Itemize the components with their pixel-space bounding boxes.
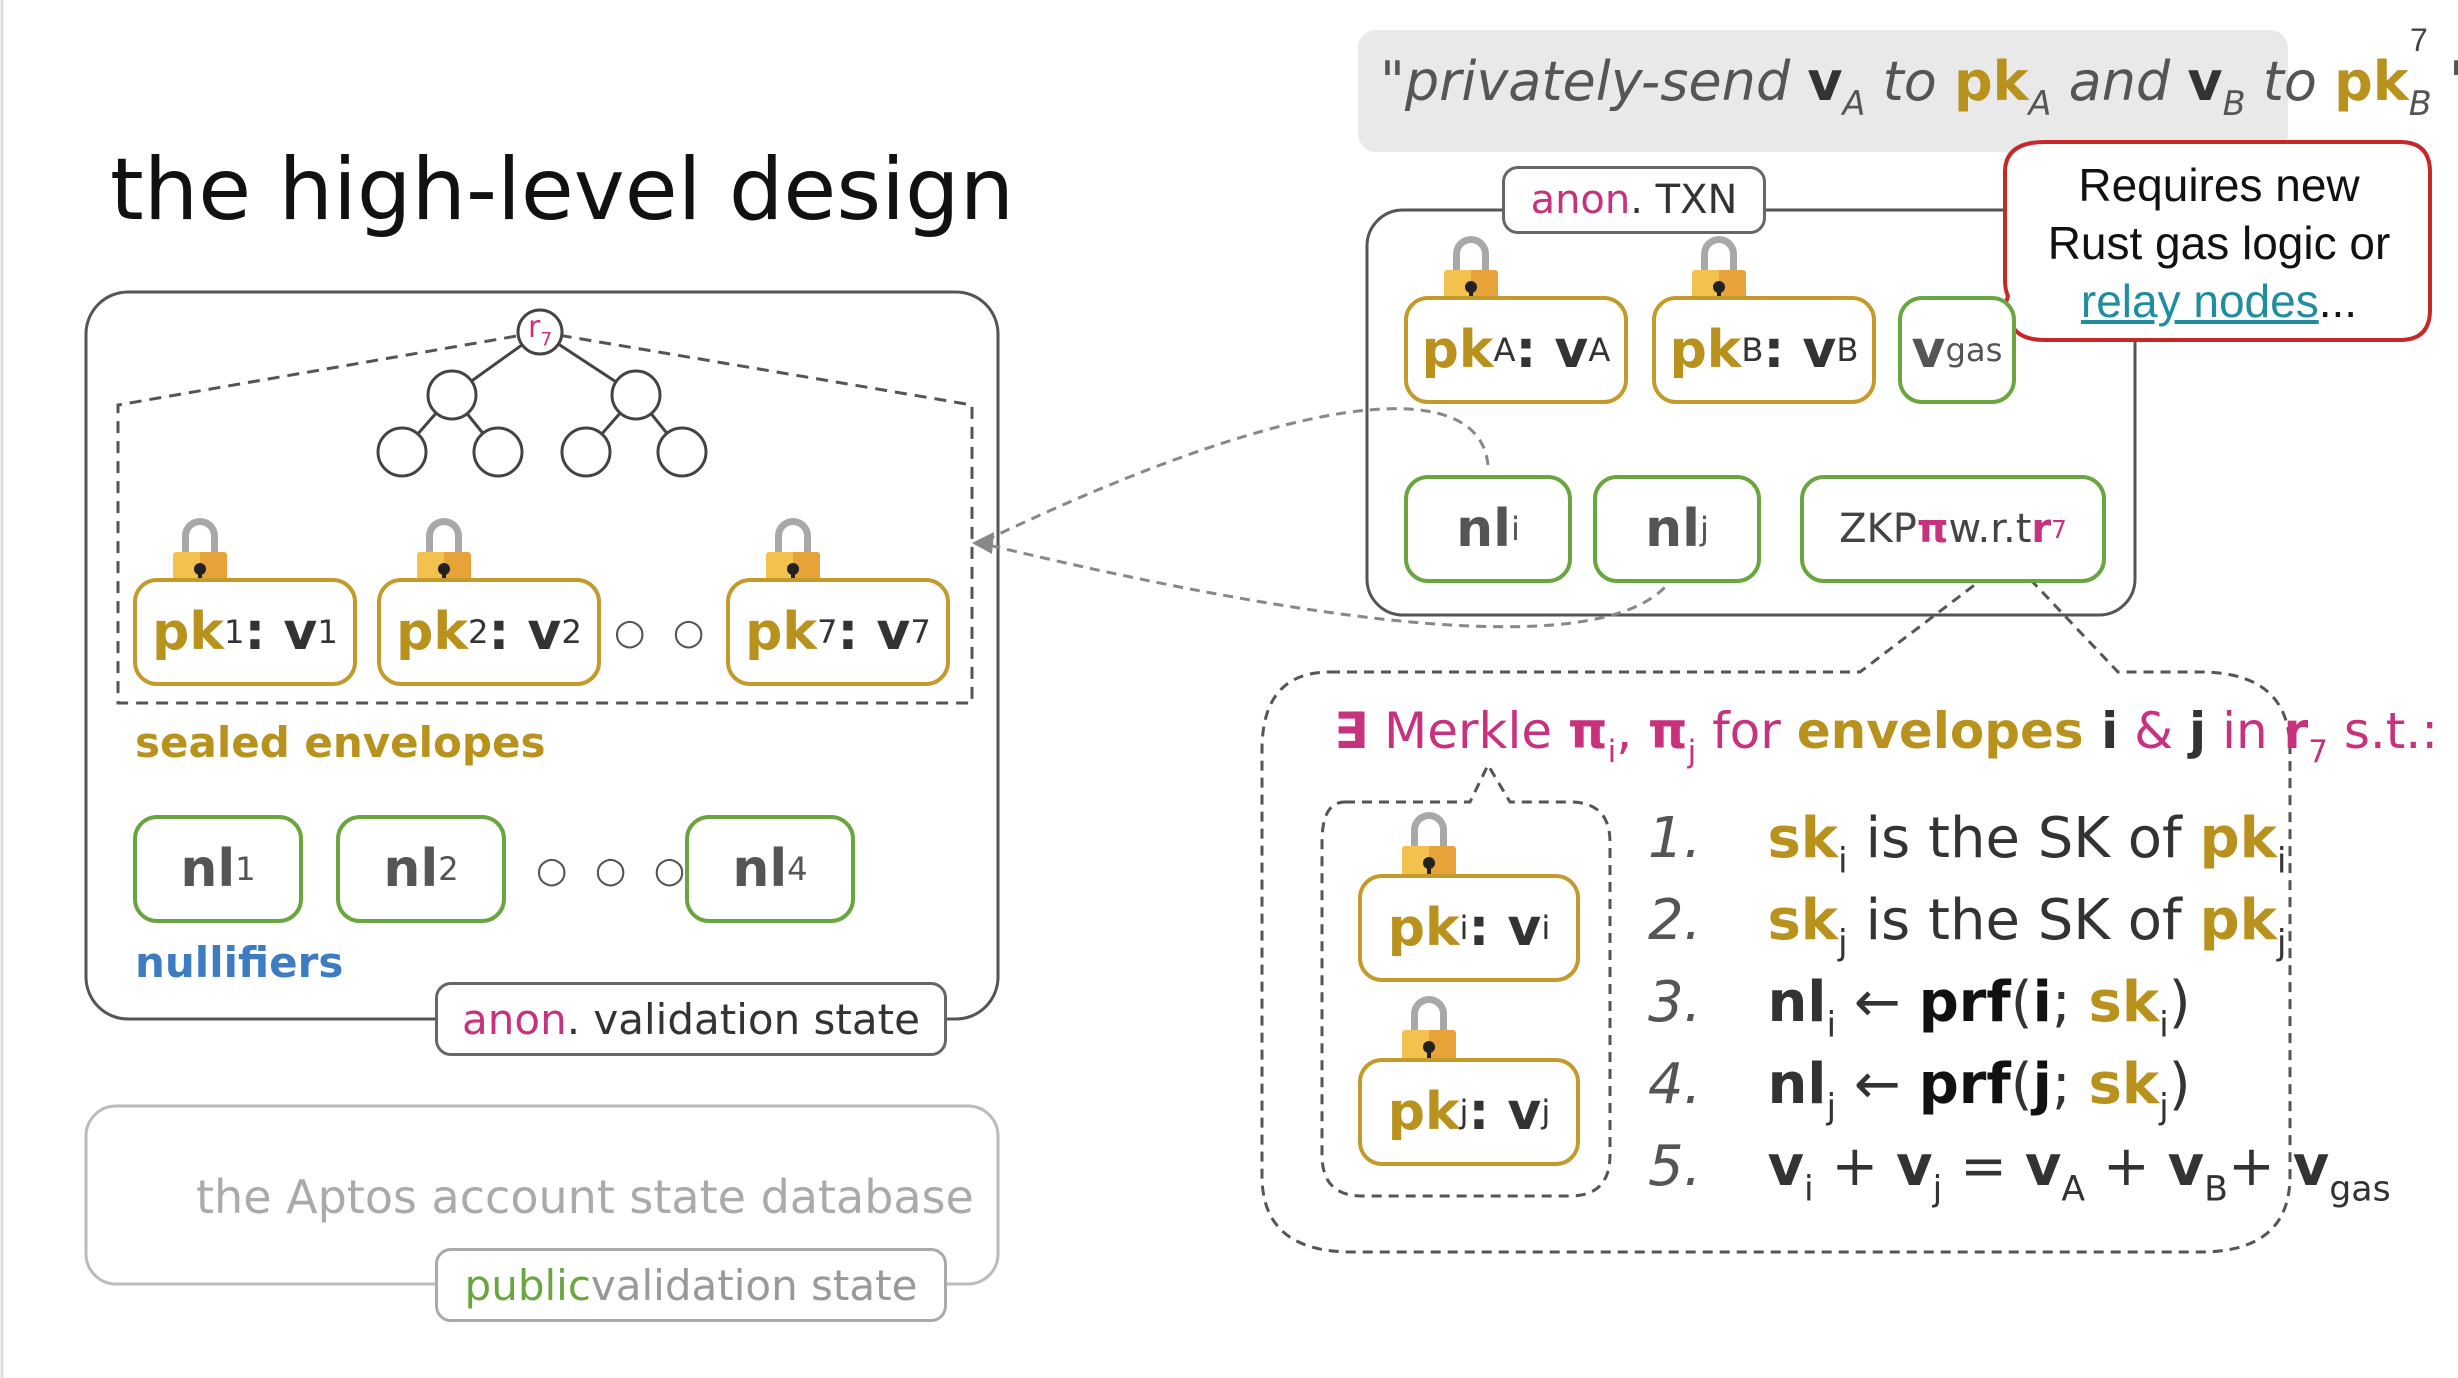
quote-box (1358, 30, 2288, 152)
proof-step-4: 4.nlj ← prf(j; skj) (1648, 1052, 2191, 1128)
red-callout (1983, 140, 2432, 373)
tree-node (472, 426, 524, 478)
anon-txn-label: anon. TXN (1502, 166, 1766, 234)
tree-node (610, 369, 662, 421)
proof-heading: ∃ Merkle πi, πj for envelopes i & j in r… (1334, 702, 2439, 770)
arrow-nl-j (979, 541, 1677, 629)
proof-step-1: 1.ski is the SK of pki (1648, 806, 2287, 882)
anon-validation-state-label: anon. validation state (435, 982, 947, 1056)
nullifier-ellipsis: ○ ○ ○ (536, 850, 694, 891)
inner-envelopes-box (1320, 761, 1612, 1198)
merkle-tree-region (116, 330, 974, 705)
tree-node (426, 369, 478, 421)
privately-send-quote: "privately-send vA to pkA and vB to pkB … (1380, 50, 2458, 124)
arrow-head (972, 532, 994, 554)
page-title: the high-level design (110, 140, 1015, 240)
tree-node (376, 426, 428, 478)
arrow-nl-i (979, 407, 1490, 545)
proof-step-2: 2.skj is the SK of pkj (1648, 888, 2287, 964)
proof-callout (1260, 555, 2292, 1254)
nullifiers-label: nullifiers (135, 938, 344, 987)
proof-step-3: 3.nli ← prf(i; ski) (1648, 970, 2191, 1046)
proof-step-5: 5.vi + vj = vA + vB+ vgas (1648, 1134, 2391, 1210)
sealed-envelopes-label: sealed envelopes (135, 718, 546, 767)
tree-root-node (516, 308, 564, 356)
relay-nodes-link[interactable]: relay nodes (2080, 275, 2319, 327)
tree-node (656, 426, 708, 478)
aptos-db-label: the Aptos account state database (196, 1170, 974, 1224)
root-label: r7 (528, 310, 553, 351)
page-number: 7 (2410, 22, 2428, 58)
gas-logic-callout-text: Requires new Rust gas logic or relay nod… (2047, 159, 2391, 327)
tree-node (560, 426, 612, 478)
public-validation-state-label: public validation state (435, 1248, 947, 1322)
